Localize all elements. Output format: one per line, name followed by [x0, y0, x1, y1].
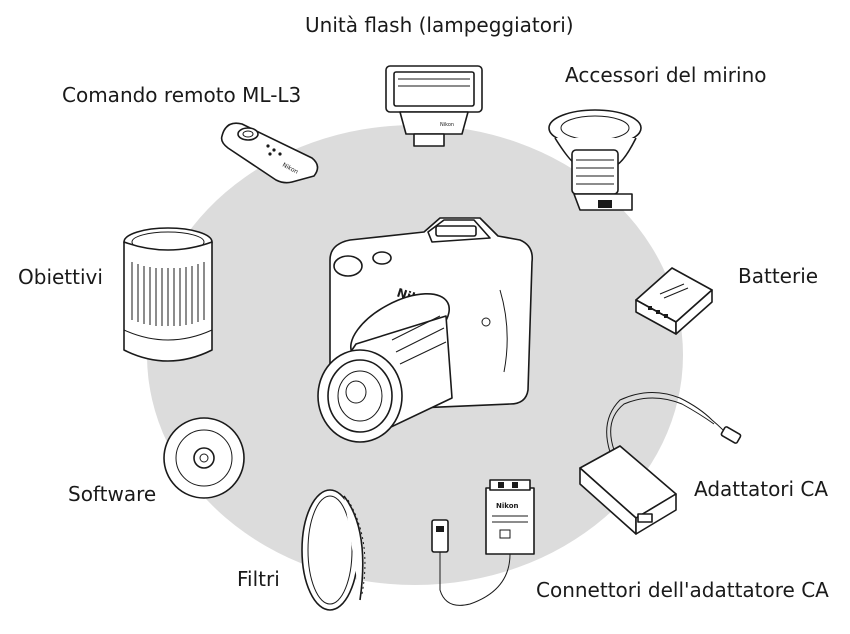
remote-control-illustration: Nikon: [220, 122, 319, 184]
label-ac-adapters: Adattatori CA: [694, 477, 829, 501]
label-batteries: Batterie: [738, 264, 819, 288]
lens-illustration: [123, 227, 213, 362]
software-disc-illustration: [163, 417, 245, 499]
ac-adapter-illustration: [579, 392, 742, 535]
label-lenses: Obiettivi: [18, 265, 103, 289]
ac-connector-illustration: Nikon: [431, 479, 535, 606]
lens-ribs: [131, 262, 205, 326]
battery-illustration: [635, 267, 713, 335]
label-viewfinder-accessories: Accessori del mirino: [565, 63, 767, 87]
label-remote-control: Comando remoto ML-L3: [62, 83, 302, 107]
svg-text:Nikon: Nikon: [440, 122, 454, 128]
label-flash-units: Unità flash (lampeggiatori): [305, 13, 574, 37]
connector-brand-mark: Nikon: [496, 502, 519, 510]
filter-illustration: [301, 489, 366, 611]
label-software: Software: [68, 482, 157, 506]
label-filters: Filtri: [237, 567, 280, 591]
viewfinder-accessory-illustration: [548, 109, 642, 211]
camera-illustration: Nikon: [317, 217, 534, 443]
label-ac-connectors: Connettori dell'adattatore CA: [536, 578, 829, 602]
flash-unit-illustration: Nikon: [385, 65, 483, 147]
